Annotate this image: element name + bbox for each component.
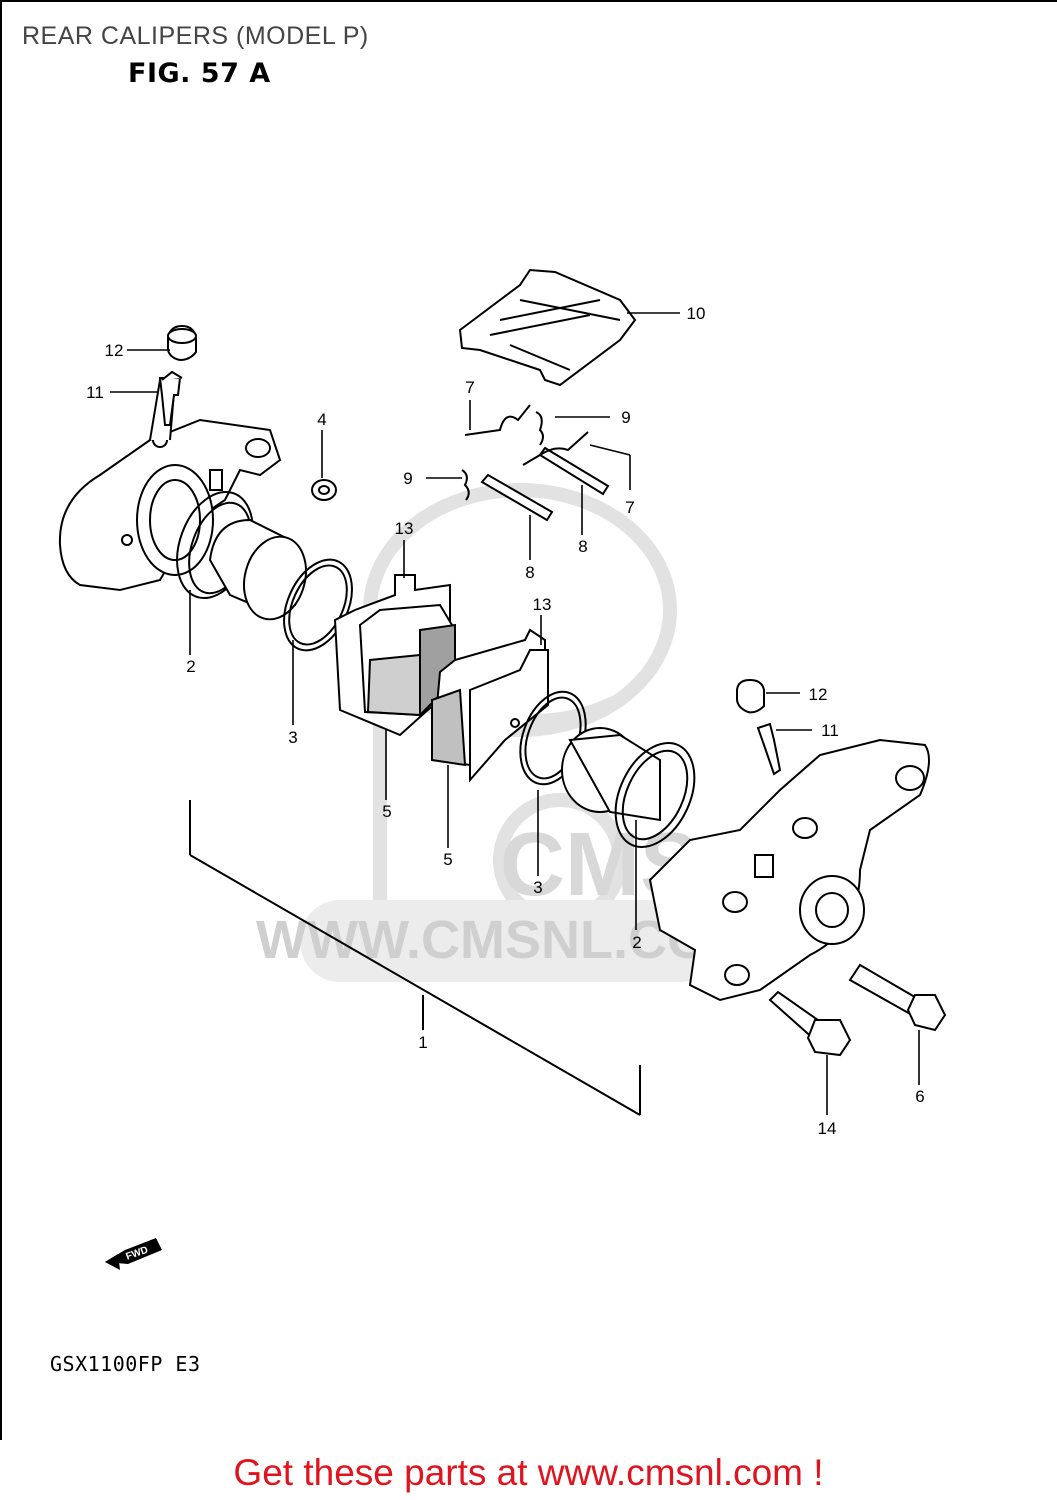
callout-11: 11 xyxy=(821,721,839,740)
callout-8: 8 xyxy=(578,537,587,556)
callout-1: 1 xyxy=(418,1033,427,1052)
assembly-bracket xyxy=(189,800,641,1116)
pad-shim-right xyxy=(469,649,549,783)
callout-11: 11 xyxy=(86,383,104,402)
callout-12: 12 xyxy=(809,685,828,704)
pad-spring-clip-b xyxy=(522,431,589,466)
left-caliper-body xyxy=(58,379,282,592)
right-piston-seal xyxy=(614,742,696,848)
pin-clip-upper xyxy=(535,411,544,446)
callout-5: 5 xyxy=(443,850,452,869)
callout-7: 7 xyxy=(465,378,474,397)
callout-9: 9 xyxy=(621,408,630,427)
callout-6: 6 xyxy=(915,1087,924,1106)
callout-3: 3 xyxy=(533,878,542,897)
model-code: GSX1100FP E3 xyxy=(50,1352,201,1376)
brake-pad-left xyxy=(358,603,456,718)
callout-8: 8 xyxy=(525,563,534,582)
callout-13: 13 xyxy=(533,595,552,614)
callout-5: 5 xyxy=(382,802,391,821)
pad-spring xyxy=(458,268,637,387)
callout-14: 14 xyxy=(818,1119,837,1138)
left-piston xyxy=(208,518,307,621)
left-bleeder-screw xyxy=(158,370,183,426)
callout-3: 3 xyxy=(288,728,297,747)
right-caliper-body xyxy=(648,738,930,1002)
footer-cta-link[interactable]: Get these parts at www.cmsnl.com ! xyxy=(233,1452,824,1493)
mounting-bolt-14 xyxy=(768,990,852,1057)
callout-9: 9 xyxy=(403,469,412,488)
callout-10: 10 xyxy=(687,304,706,323)
right-bleeder-cap xyxy=(736,678,765,714)
fwd-arrow-icon xyxy=(105,1238,162,1270)
callout-7: 7 xyxy=(625,498,634,517)
leader-lines xyxy=(110,312,920,1115)
callout-2: 2 xyxy=(632,933,641,952)
pad-spring-clip-a xyxy=(464,404,531,436)
right-bleeder-screw xyxy=(756,722,782,776)
left-bleeder-cap xyxy=(167,324,197,362)
callout-12: 12 xyxy=(105,341,124,360)
page-title: REAR CALIPERS (MODEL P) xyxy=(22,22,369,50)
caliper-bolt-6 xyxy=(848,963,947,1032)
pad-pin-lower xyxy=(480,473,554,522)
pad-pin-upper xyxy=(538,446,610,496)
washer xyxy=(311,479,337,501)
callout-4: 4 xyxy=(317,410,326,429)
pin-clip-lower xyxy=(461,469,470,501)
figure-label: FIG. 57 A xyxy=(128,58,271,89)
callout-2: 2 xyxy=(186,657,195,676)
callout-13: 13 xyxy=(395,519,414,538)
